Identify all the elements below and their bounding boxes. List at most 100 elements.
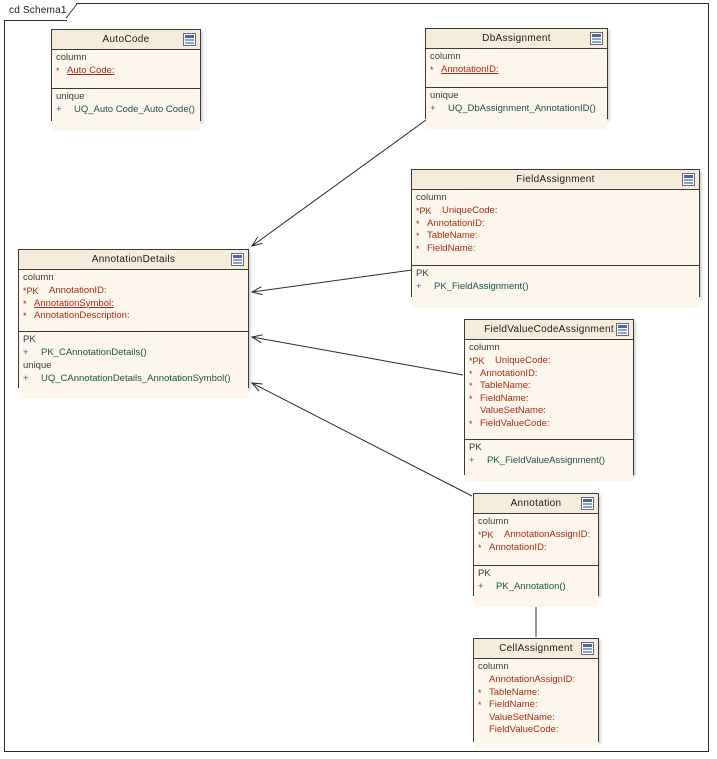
table-icon xyxy=(581,497,594,510)
class-name: DbAssignment xyxy=(482,33,551,44)
attribute-marker xyxy=(465,405,478,418)
attribute-marker: *PK xyxy=(478,530,494,540)
attribute-name: TableName: xyxy=(489,686,540,698)
table-icon xyxy=(682,173,695,186)
attribute-row: *FieldName: xyxy=(465,393,633,406)
class-section-column: column*AnnotationID: xyxy=(426,49,607,88)
operation-visibility: + xyxy=(23,347,29,358)
attribute-marker xyxy=(474,674,487,687)
attribute-name: AnnotationAssignID: xyxy=(489,674,576,685)
class-name: CellAssignment xyxy=(499,643,573,654)
operation-name: UQ_Auto Code_Auto Code() xyxy=(74,104,195,115)
attribute-row: *TableName: xyxy=(412,230,699,243)
class-section-PK: PK+PK_CAnnotationDetails()unique+UQ_CAnn… xyxy=(19,332,248,399)
operation-name: PK_FieldValueAssignment() xyxy=(487,455,606,466)
attribute-name: AnnotationID: xyxy=(427,217,485,229)
attribute-name: AnnotationID: xyxy=(489,541,547,553)
attribute-row: *PK AnnotationAssignID: xyxy=(474,529,598,542)
operation-name: PK_FieldAssignment() xyxy=(434,281,529,292)
attribute-row: *Auto Code: xyxy=(52,65,200,78)
attribute-name: Auto Code: xyxy=(67,65,115,76)
attribute-marker: * xyxy=(469,381,473,391)
table-icon xyxy=(231,253,244,266)
attribute-row: FieldValueCode: xyxy=(474,724,598,737)
section-label: unique xyxy=(56,91,85,102)
attribute-row: AnnotationAssignID: xyxy=(474,674,598,687)
attribute-row: * AnnotationID: xyxy=(412,218,699,231)
diagram-tab-label: cd Schema1 xyxy=(9,5,67,16)
table-icon xyxy=(581,642,594,655)
class-header: Annotation xyxy=(474,494,598,514)
class-section-column: column *Auto Code: xyxy=(52,50,200,89)
operation-visibility: + xyxy=(56,104,62,115)
class-header: DbAssignment xyxy=(426,29,607,49)
class-box-autocode[interactable]: AutoCode column *Auto Code: unique + UQ_Auto … xyxy=(51,29,201,131)
operation-row: +UQ_DbAssignment_AnnotationID() xyxy=(426,103,607,116)
operation-row: +PK_CAnnotationDetails() xyxy=(19,347,248,360)
section-label: column xyxy=(416,192,447,203)
operation-name: PK_Annotation() xyxy=(496,581,566,592)
attribute-marker: * xyxy=(23,298,27,309)
operation-row: + UQ_Auto Code_Auto Code() xyxy=(52,104,200,117)
attribute-name: FieldName: xyxy=(489,699,538,710)
attribute-marker: * xyxy=(416,231,420,241)
attribute-name: AnnotationDescription: xyxy=(34,310,130,321)
class-header: FieldAssignment xyxy=(412,170,699,190)
attribute-row: *AnnotationID: xyxy=(474,542,598,555)
attribute-row: * FieldName: xyxy=(474,699,598,712)
operation-row: +UQ_CAnnotationDetails_AnnotationSymbol(… xyxy=(19,373,248,386)
tab-bottom-border xyxy=(4,20,67,21)
attribute-name: ValueSetName: xyxy=(480,405,546,416)
attribute-name: TableName: xyxy=(480,380,531,391)
table-icon xyxy=(616,323,629,336)
operation-row: +PK_Annotation() xyxy=(474,581,598,594)
attribute-marker: * xyxy=(478,687,482,698)
attribute-marker: * xyxy=(416,218,420,229)
attribute-marker: *PK xyxy=(416,206,432,216)
attribute-marker: * xyxy=(478,700,482,710)
attribute-name: FieldValueCode: xyxy=(489,724,559,735)
section-label: PK xyxy=(23,334,36,345)
attribute-row: *AnnotationID: xyxy=(465,368,633,381)
attribute-row: * TableName: xyxy=(474,687,598,700)
class-box-dbassignment[interactable]: DbAssignment column*AnnotationID: unique +U… xyxy=(425,28,608,129)
attribute-name: AnnotationAssignID: xyxy=(504,529,591,540)
table-icon xyxy=(590,32,603,45)
attribute-row: *FieldName: xyxy=(412,243,699,256)
class-name: FieldAssignment xyxy=(516,174,595,185)
operation-visibility: + xyxy=(416,281,422,292)
operation-name: UQ_CAnnotationDetails_AnnotationSymbol() xyxy=(41,372,231,384)
attribute-name: AnnotationID: xyxy=(480,367,538,379)
class-box-annotation[interactable]: Annotation column *PK AnnotationAssignID: *A… xyxy=(473,493,599,607)
operation-row: +PK_FieldValueAssignment() xyxy=(465,455,633,468)
attribute-name: AnnotationSymbol: xyxy=(34,297,114,309)
attribute-row: * AnnotationDescription: xyxy=(19,310,248,323)
section-label: column xyxy=(56,52,87,63)
section-label: column xyxy=(478,516,509,527)
attribute-row: ValueSetName: xyxy=(474,712,598,725)
class-section-unique: unique + UQ_Auto Code_Auto Code() xyxy=(52,89,200,131)
attribute-marker: * xyxy=(23,311,27,321)
tab-slant-edge xyxy=(65,2,79,19)
class-header: AutoCode xyxy=(52,30,200,50)
attribute-name: FieldName: xyxy=(480,392,529,404)
diagram-tab[interactable]: cd Schema1 xyxy=(4,2,79,21)
attribute-name: ValueSetName: xyxy=(489,711,555,723)
class-name: AnnotationDetails xyxy=(91,254,176,265)
section-label: column xyxy=(430,51,461,62)
attribute-marker xyxy=(474,712,487,725)
operation-visibility: + xyxy=(430,103,436,114)
class-name: AutoCode xyxy=(102,34,150,45)
section-label: unique xyxy=(430,90,459,101)
class-section-PK: PK+PK_FieldValueAssignment() xyxy=(465,440,633,481)
class-section-PK: PK+PK_FieldAssignment() xyxy=(412,266,699,308)
